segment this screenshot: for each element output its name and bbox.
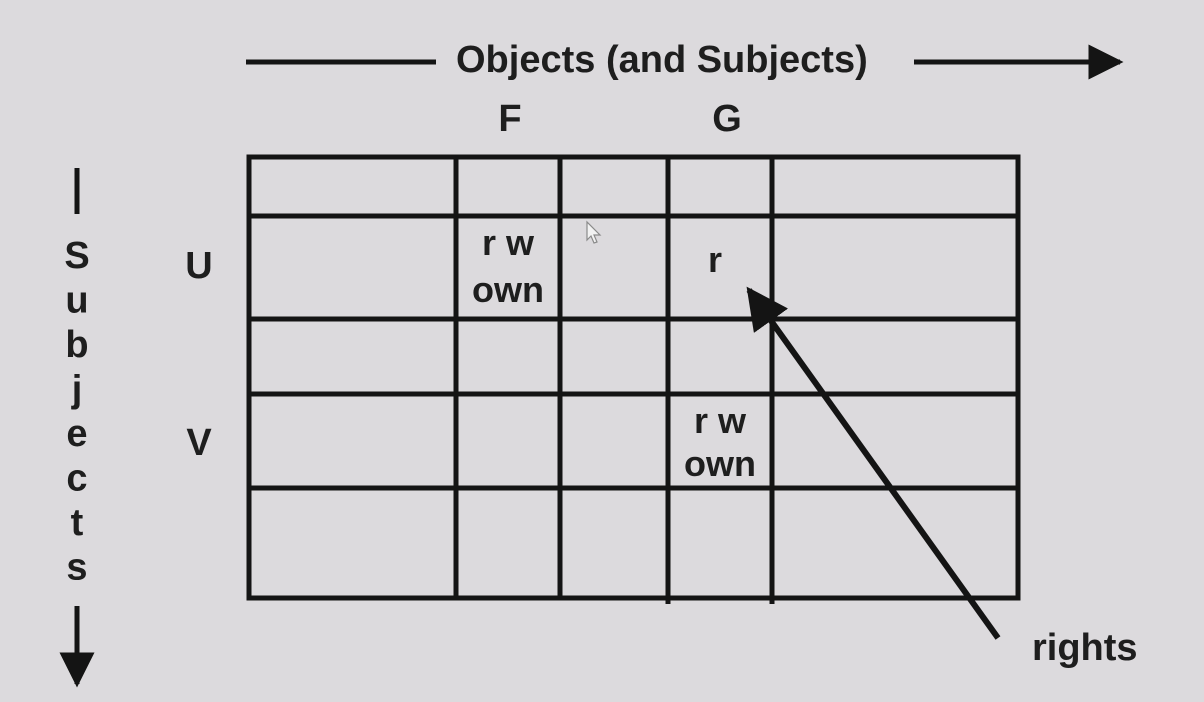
row-header-v: V [186,422,212,464]
subjects-axis-letter: t [71,502,84,544]
column-header-g: G [712,98,742,140]
cell-v-g-line-1: r w [694,400,747,441]
row-header-u: U [185,245,212,287]
subjects-axis-letter: c [66,458,87,500]
column-header-f: F [498,98,521,140]
rights-callout-arrow [746,286,1001,640]
mouse-cursor-icon [586,220,602,244]
matrix-grid [246,154,1021,604]
cell-v-g-line-2: own [684,443,756,484]
matrix-border [246,154,1021,601]
cell-u-f-line-1: r w [482,222,535,263]
cell-u-g-line-1: r [708,239,722,280]
subjects-axis-letter: u [65,280,88,322]
subjects-axis-letter: S [64,235,89,277]
objects-axis-title: Objects (and Subjects) [456,39,868,81]
subjects-axis-title: Subjects [64,235,89,589]
rights-callout-label: rights [1032,627,1138,669]
subjects-axis-letter: e [66,413,87,455]
subjects-axis-letter: b [65,324,88,366]
subjects-axis-letter: s [66,547,87,589]
subjects-axis-letter: j [71,369,83,411]
cell-u-f-line-2: own [472,269,544,310]
